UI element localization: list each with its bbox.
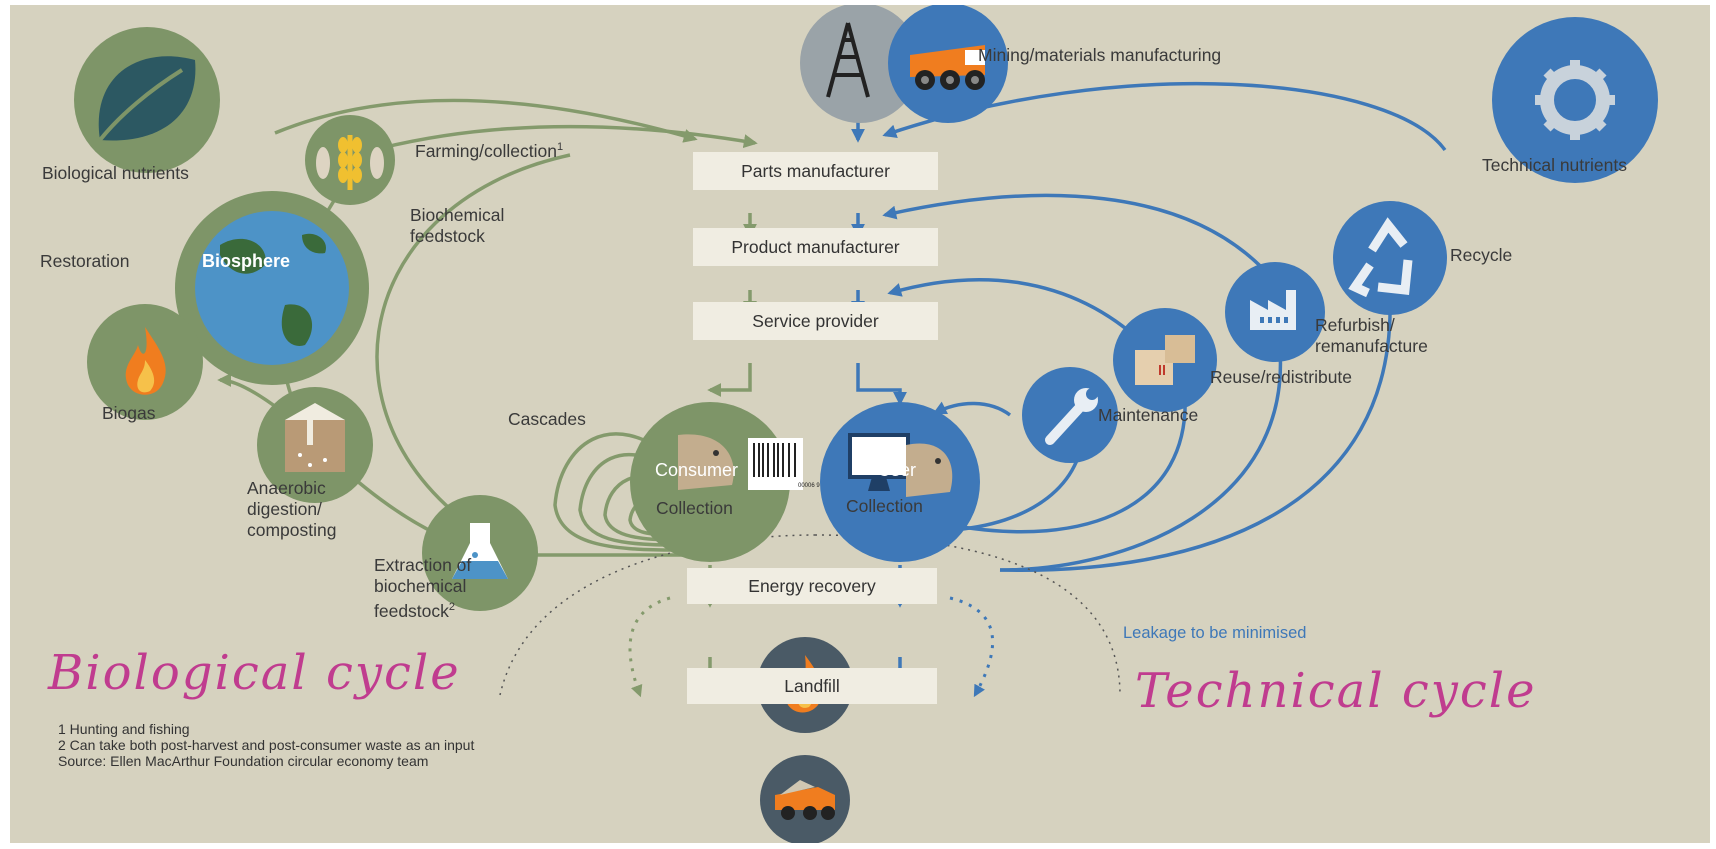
footnote-source: Source: Ellen MacArthur Foundation circu… [58,753,429,769]
leakage-label: Leakage to be minimised [1123,624,1307,642]
leakage-arc-left [499,534,816,696]
composting-icon [257,387,373,503]
collection-right-label: Collection [846,496,923,516]
landfill-box: Landfill [687,668,937,704]
farming-label: Farming/collection1 [415,137,563,162]
technical-cycle-annotation: Technical cycle [1135,663,1537,719]
blue-leakage-arrow [949,596,995,698]
footnote-1: 1 Hunting and fishing [58,721,190,737]
technical-nutrients-gear-icon [1492,17,1658,183]
extraction-text: Extraction of biochemical feedstock [374,555,472,621]
service-provider-box: Service provider [693,302,938,340]
user-label: User [878,460,917,480]
consumer-label: Consumer [655,460,739,480]
farming-text: Farming/collection [415,140,557,161]
technical-nutrients-label: Technical nutrients [1482,155,1627,175]
extraction-flask-icon [422,495,538,611]
green-leakage-arrow [628,596,671,698]
oil-derrick-icon [800,5,920,123]
parts-manufacturer-box: Parts manufacturer [693,152,938,190]
recycle-icon [1333,201,1447,315]
consumer-icon [630,402,803,562]
leakage-arc-right [814,534,1121,696]
farming-icon [305,115,395,205]
barcode-number: 00006 9 [798,483,820,489]
footnote-2: 2 Can take both post-harvest and post-co… [58,737,475,753]
reuse-label: Reuse/redistribute [1210,367,1353,387]
farming-footnote-mark: 1 [557,141,564,153]
user-computer-icon [820,402,980,562]
circular-economy-diagram: 00006 9 [74,5,1658,843]
biosphere-globe-icon [175,191,369,385]
restoration-label: Restoration [40,251,130,271]
collection-left-label: Collection [656,498,733,518]
refurbish-label: Refurbish/ remanufacture [1315,315,1428,356]
wrench-icon [1022,367,1118,463]
mining-truck-icon [888,5,1008,123]
diagram-canvas: 00006 9 [10,5,1710,843]
biological-cycle-annotation: Biological cycle [48,645,461,701]
landfill-truck-icon [760,755,850,843]
mining-label: Mining/materials manufacturing [978,45,1222,65]
biogas-label: Biogas [102,403,156,423]
biological-nutrients-label: Biological nutrients [42,163,189,183]
extraction-footnote-mark: 2 [448,601,456,613]
anaerobic-label: Anaerobic digestion/ composting [247,478,337,540]
biological-nutrients-icon [74,27,220,173]
biogas-flame-icon [87,304,203,420]
boxes-icon [1113,308,1217,412]
energy-recovery-box: Energy recovery [687,568,937,604]
maintenance-label: Maintenance [1098,405,1199,425]
extraction-label: Extraction of biochemical feedstock2 [374,555,514,622]
biochemical-feedstock-label: Biochemical feedstock [410,205,505,246]
product-manufacturer-box: Product manufacturer [693,228,938,266]
cascades-label: Cascades [508,409,586,429]
recycle-label: Recycle [1450,245,1513,265]
factory-icon [1225,262,1325,362]
biosphere-label: Biosphere [202,251,291,271]
